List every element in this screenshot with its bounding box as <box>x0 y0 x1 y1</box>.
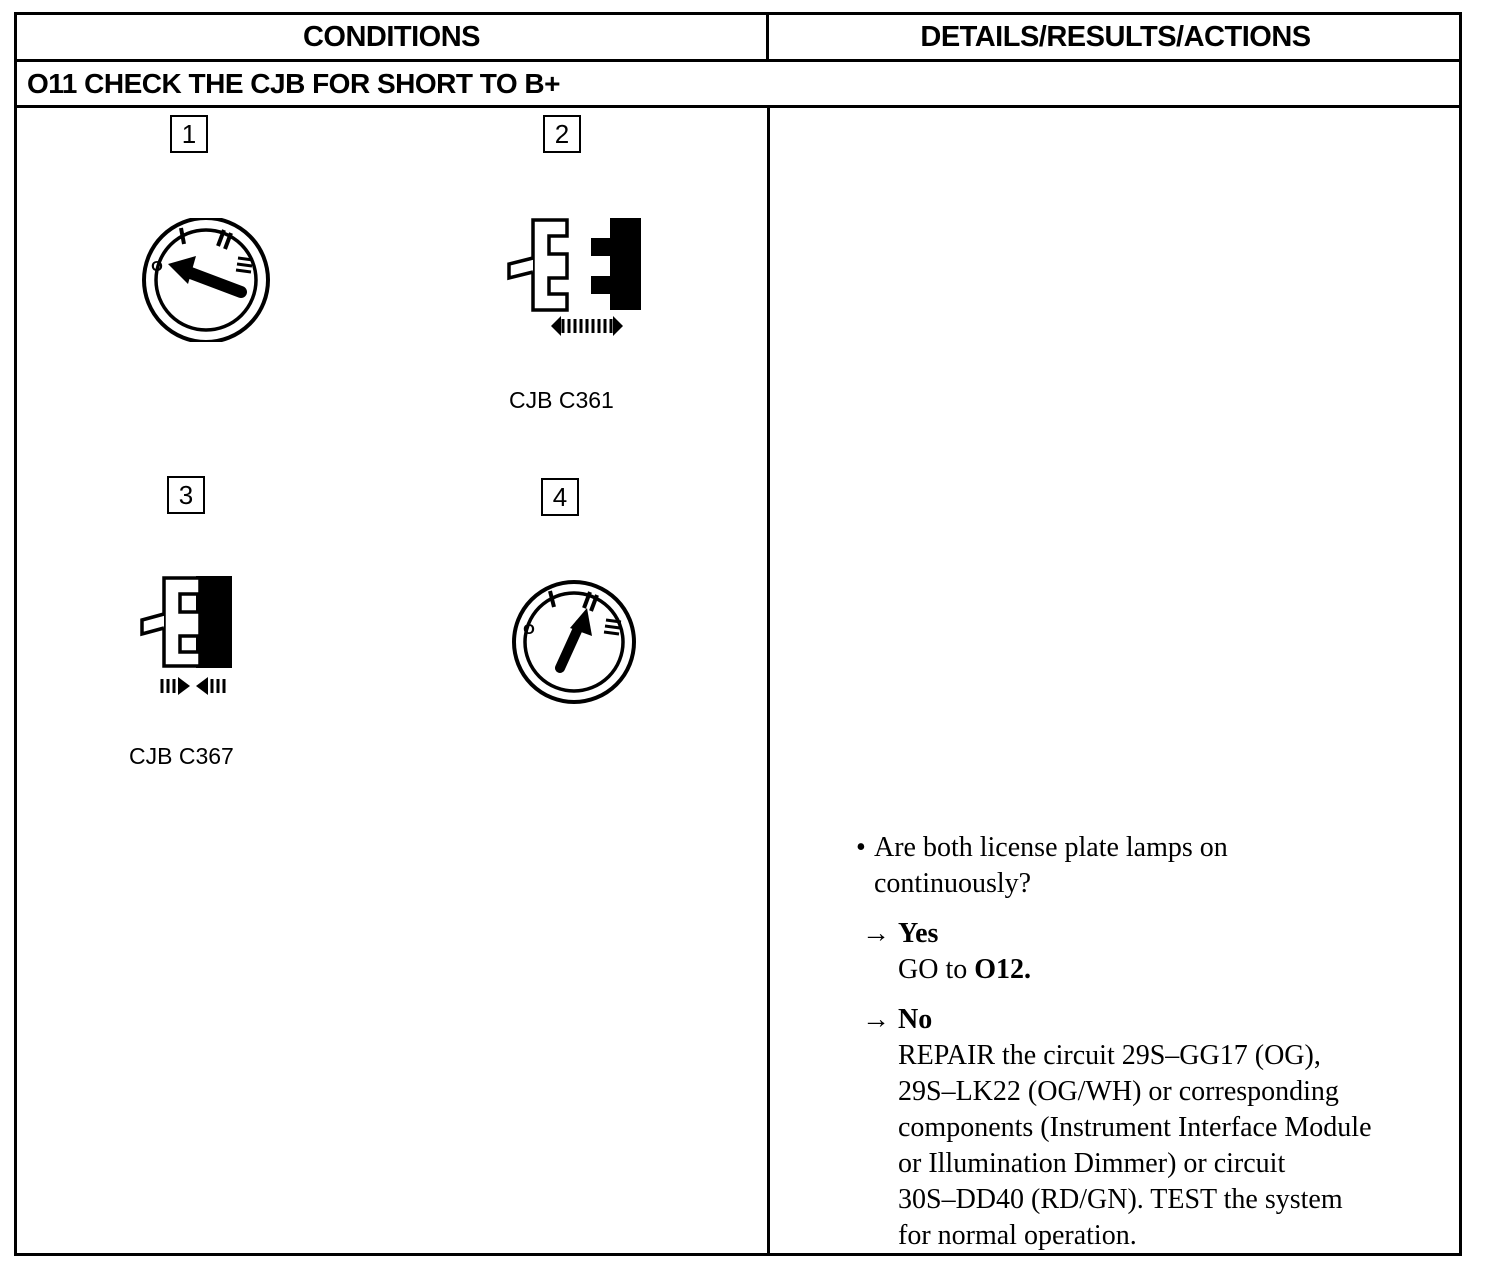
bullet-icon: • <box>856 832 866 863</box>
condition-number-4: 4 <box>541 478 579 516</box>
column-divider <box>767 107 770 1256</box>
question-line-1: Are both license plate lamps on <box>874 832 1228 863</box>
question-line-2: continuously? <box>874 868 1032 899</box>
details-results-actions: • Are both license plate lamps on contin… <box>840 830 1440 1254</box>
condition-caption-3: CJB C367 <box>129 743 234 769</box>
ignition-switch-on-icon: O <box>512 580 636 704</box>
condition-number-1: 1 <box>170 115 208 153</box>
condition-number-2: 2 <box>543 115 581 153</box>
header-divider <box>17 59 1459 62</box>
answer-yes-label: Yes <box>898 918 939 949</box>
connector-disconnect-icon <box>507 218 641 336</box>
answer-no-line-3: components (Instrument Interface Module <box>898 1112 1372 1143</box>
svg-text:O: O <box>523 621 535 638</box>
answer-no-label: No <box>898 1004 933 1035</box>
condition-caption-2: CJB C361 <box>509 387 614 413</box>
ignition-switch-off-icon: O <box>142 218 270 342</box>
right-arrow-icon: → <box>862 918 890 949</box>
answer-no: → No REPAIR the circuit 29S–GG17 (OG), 2… <box>840 1002 1440 1254</box>
step-title: O11 CHECK THE CJB FOR SHORT TO B+ <box>27 68 560 99</box>
answer-no-line-2: 29S–LK22 (OG/WH) or corresponding <box>898 1076 1339 1107</box>
conditions-column-header: CONDITIONS <box>17 15 769 59</box>
details-column-header: DETAILS/RESULTS/ACTIONS <box>920 20 1311 53</box>
answer-no-line-1: REPAIR the circuit 29S–GG17 (OG), <box>898 1040 1321 1071</box>
question: • Are both license plate lamps on contin… <box>840 830 1440 902</box>
condition-number-3: 3 <box>167 476 205 514</box>
right-arrow-icon: → <box>862 1004 890 1035</box>
connector-connect-icon <box>140 576 232 695</box>
title-divider <box>17 105 1459 108</box>
diagnostic-table: CONDITIONS DETAILS/RESULTS/ACTIONS O11 C… <box>14 12 1462 1256</box>
ignition-mark-off: O <box>151 258 163 275</box>
answer-no-line-5: 30S–DD40 (RD/GN). TEST the system <box>898 1184 1343 1215</box>
answer-no-line-4: or Illumination Dimmer) or circuit <box>898 1148 1286 1179</box>
answer-no-line-6: for normal operation. <box>898 1220 1137 1251</box>
answer-yes-action: GO to O12. <box>898 954 1032 985</box>
answer-yes: → Yes GO to O12. <box>840 916 1440 988</box>
svg-text:O: O <box>151 258 163 275</box>
ignition-mark-off: O <box>523 621 535 638</box>
